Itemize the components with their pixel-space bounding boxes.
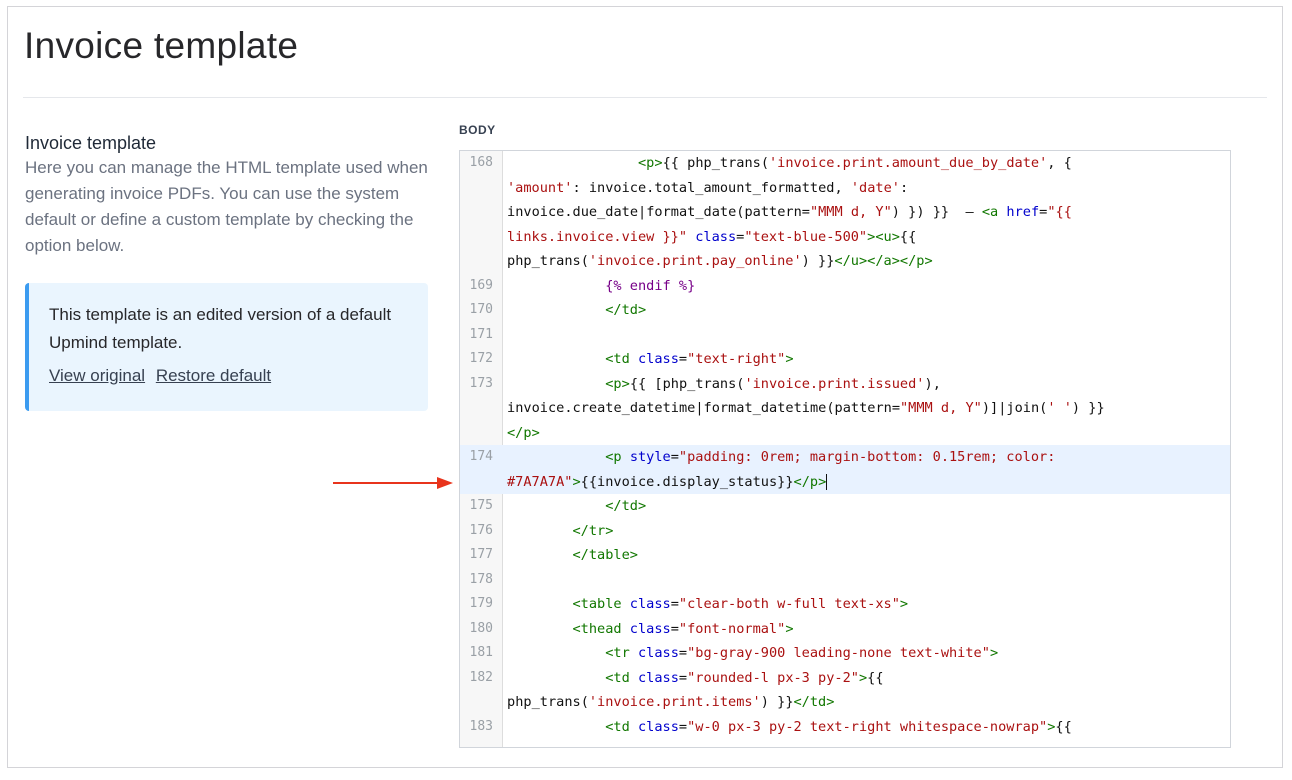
code-text: <td class="text-right"> (605, 351, 794, 367)
view-original-link[interactable]: View original (49, 366, 146, 385)
line-number: 173 (469, 375, 493, 391)
line-number: 183 (469, 718, 493, 734)
code-line[interactable]: 174 <p style="padding: 0rem; margin-bott… (460, 445, 1230, 494)
code-line[interactable]: 179 <table class="clear-both w-full text… (460, 592, 1230, 617)
code-text: <td class="rounded-l px-3 py-2">{{ php_t… (507, 669, 884, 711)
code-text: </td> (605, 302, 647, 318)
code-line[interactable]: 172 <td class="text-right"> (460, 347, 1230, 372)
code-text: <p>{{ php_trans('invoice.print.amount_du… (507, 155, 1072, 269)
line-number: 180 (469, 620, 493, 636)
line-number: 177 (469, 547, 493, 562)
code-line[interactable]: 182 <td class="rounded-l px-3 py-2">{{ p… (460, 666, 1230, 715)
code-line[interactable]: 175 </td> (460, 494, 1230, 519)
code-text: ​ (503, 323, 1230, 348)
code-text: </tr> (572, 522, 614, 539)
line-number: 171 (469, 326, 493, 342)
code-line[interactable]: 168 <p>{{ php_trans('invoice.print.amoun… (460, 151, 1230, 274)
page-title: Invoice template (24, 25, 299, 66)
editor-lines: 168 <p>{{ php_trans('invoice.print.amoun… (460, 151, 1230, 739)
section-description: Here you can manage the HTML template us… (25, 158, 428, 255)
annotation-arrow-icon (333, 477, 453, 489)
info-notice: This template is an edited version of a … (25, 283, 428, 411)
code-text: <thead class="font-normal"> (572, 620, 794, 637)
divider (23, 97, 1267, 98)
line-number: 175 (469, 498, 493, 513)
code-line[interactable]: 181 <tr class="bg-gray-900 leading-none … (460, 641, 1230, 666)
code-text: </table> (572, 547, 638, 563)
code-line[interactable]: 173 <p>{{ [php_trans('invoice.print.issu… (460, 372, 1230, 446)
text-cursor (826, 473, 828, 490)
line-number: 174 (460, 445, 503, 494)
code-text: <p>{{ [php_trans('invoice.print.issued')… (507, 375, 1105, 441)
code-line[interactable]: 169 {% endif %} (460, 274, 1230, 299)
line-number: 168 (469, 155, 493, 170)
line-number: 176 (469, 522, 493, 538)
code-line[interactable]: 177 </table> (460, 543, 1230, 568)
restore-default-link[interactable]: Restore default (155, 366, 272, 385)
code-text: </td> (605, 498, 647, 514)
code-line[interactable]: 171 ​ (460, 323, 1230, 348)
code-text: <p style="padding: 0rem; margin-bottom: … (507, 449, 1056, 490)
code-line[interactable]: 178 ​ (460, 568, 1230, 593)
code-text: <td class="w-0 px-3 py-2 text-right whit… (605, 718, 1072, 735)
line-number: 172 (469, 351, 493, 366)
code-editor[interactable]: 168 <p>{{ php_trans('invoice.print.amoun… (459, 150, 1231, 748)
notice-text: This template is an edited version of a … (49, 305, 392, 352)
notice-links: View original Restore default (49, 366, 277, 386)
line-number: 179 (469, 596, 493, 611)
code-text: <table class="clear-both w-full text-xs"… (572, 596, 909, 612)
code-text: {% endif %} (605, 277, 696, 294)
code-line[interactable]: 180 <thead class="font-normal"> (460, 617, 1230, 642)
line-number: 170 (469, 302, 493, 317)
code-text: <tr class="bg-gray-900 leading-none text… (605, 645, 999, 661)
code-line[interactable]: 176 </tr> (460, 519, 1230, 544)
code-line[interactable]: 183 <td class="w-0 px-3 py-2 text-right … (460, 715, 1230, 740)
line-number: 182 (469, 669, 493, 685)
code-line[interactable]: 170 </td> (460, 298, 1230, 323)
line-number: 178 (469, 571, 493, 587)
section-title: Invoice template (25, 133, 157, 153)
line-number: 181 (469, 645, 493, 660)
code-text: ​ (503, 568, 1230, 593)
body-label: BODY (459, 123, 496, 137)
line-number: 169 (469, 277, 493, 293)
